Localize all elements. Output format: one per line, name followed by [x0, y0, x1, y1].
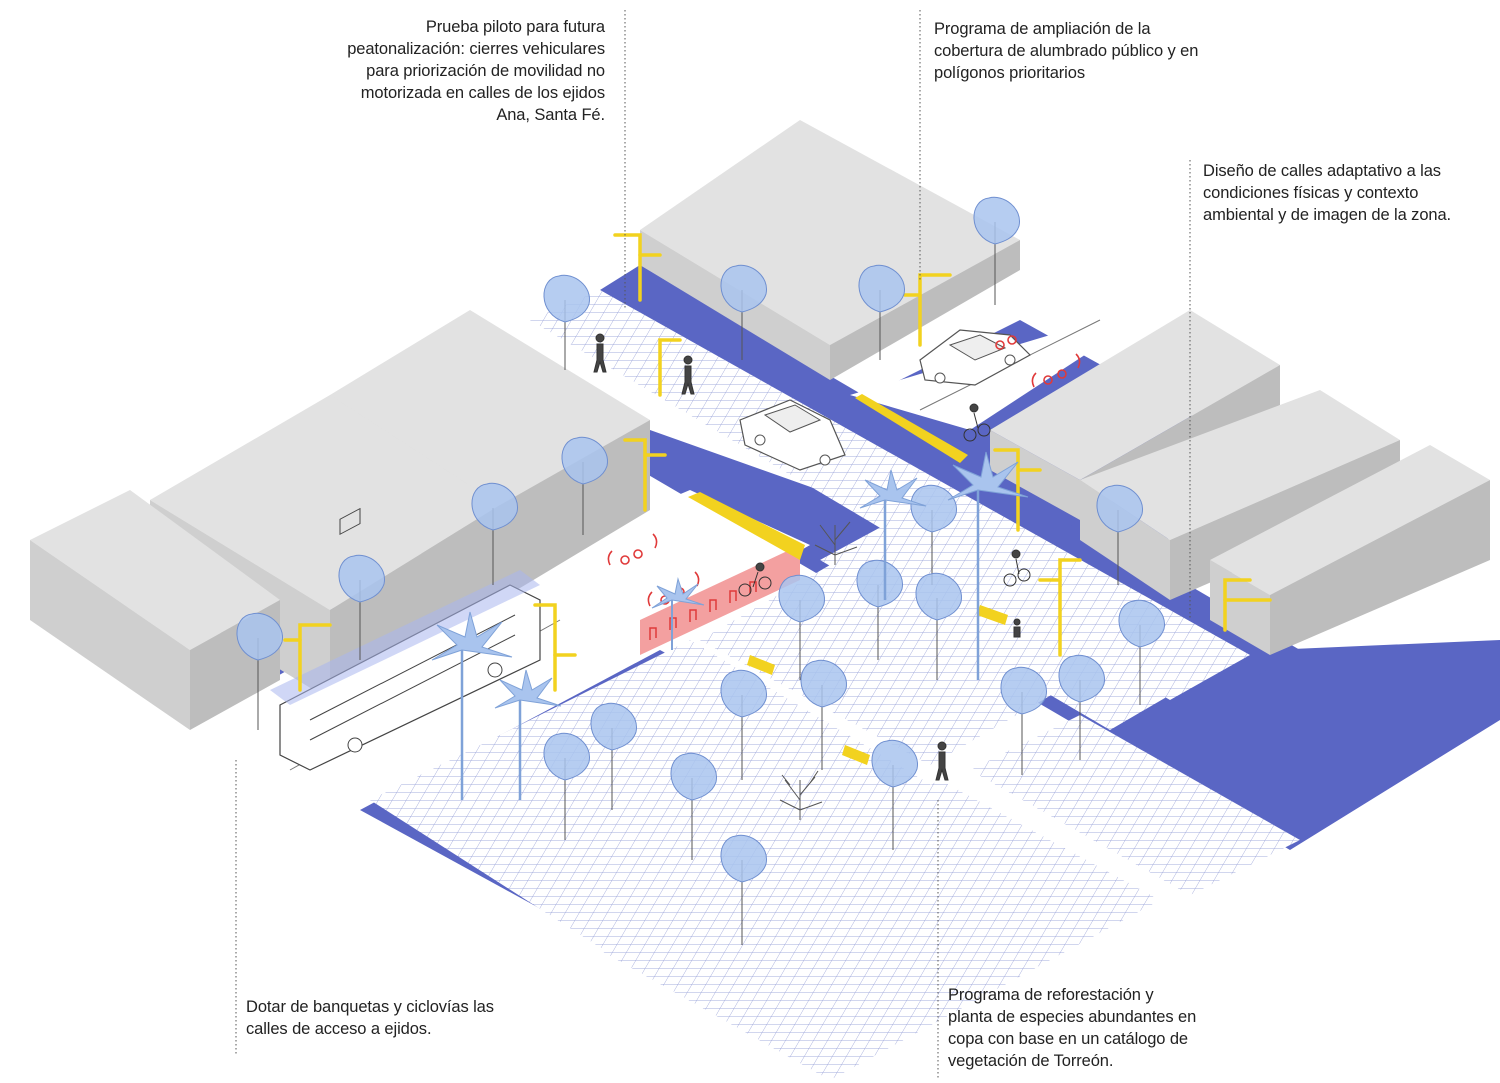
plaza-paving-lower-right: [600, 780, 1160, 1080]
callout-lighting-program: Programa de ampliación de la cobertura d…: [934, 18, 1198, 84]
buildings: [30, 120, 1490, 730]
callout-line: copa con base en un catálogo de: [948, 1030, 1189, 1048]
street-lamp-icon: [1223, 578, 1272, 632]
street-lamp-icon: [623, 438, 667, 512]
palm-tree-icon: [431, 611, 513, 800]
car-icon: [919, 329, 1031, 386]
street-tree-icon: [471, 482, 518, 585]
callout-sidewalks-bikeways: Dotar de banquetas y ciclovías las calle…: [246, 996, 494, 1040]
palms: [431, 451, 1029, 800]
callout-line: planta de especies abundantes en: [948, 1008, 1197, 1026]
cyclist-icon: [963, 403, 991, 442]
trees: [236, 196, 1165, 945]
street-tree-icon: [670, 752, 717, 860]
callout-pilot-test: Prueba piloto para futura peatonalizació…: [300, 16, 605, 126]
bench-icon: [747, 655, 775, 675]
palm-tree-icon: [859, 469, 927, 600]
shrub-icon: [814, 521, 858, 565]
street-lamps: [283, 233, 1272, 692]
palm-tree-icon: [947, 451, 1029, 680]
plaza-paving-center: [820, 495, 1230, 730]
callout-line: calles de acceso a ejidos.: [246, 1020, 432, 1038]
callout-line: ambiental y de imagen de la zona.: [1203, 206, 1452, 224]
street-lamp-icon: [533, 603, 577, 692]
street-lamp-icon: [1038, 558, 1082, 657]
people: [593, 333, 1031, 781]
street-tree-icon: [973, 196, 1020, 305]
callout-line: Prueba piloto para futura: [425, 18, 605, 36]
callout-line: motorizada en calles de los ejidos: [360, 84, 605, 102]
callout-reforestation: Programa de reforestación y planta de es…: [948, 984, 1196, 1072]
street-lamp-icon: [993, 448, 1042, 532]
street-lamp-icon: [283, 623, 332, 692]
pedestrian-icon: [681, 355, 695, 395]
street-tree-icon: [915, 572, 962, 680]
street-tree-icon: [1000, 666, 1047, 775]
shrub-icon: [779, 770, 823, 820]
street-tree-icon: [338, 554, 385, 660]
bench-icon: [977, 605, 1008, 625]
palm-tree-icon: [651, 577, 705, 650]
street-lamp-icon: [613, 233, 662, 302]
street-tree-icon: [720, 834, 767, 945]
callout-line: Ana, Santa Fé.: [496, 106, 605, 124]
callout-line: vegetación de Torreón.: [948, 1052, 1114, 1070]
yellow-curb: [688, 492, 805, 560]
callout-line: polígonos prioritarios: [934, 64, 1085, 82]
leader-lines: [235, 10, 1191, 1080]
bike-lane-symbol-icon: [1031, 353, 1081, 388]
pedestrian-icon: [935, 741, 949, 781]
cyclist-icon: [1003, 549, 1031, 587]
callout-line: para priorización de movilidad no: [366, 62, 605, 80]
pedestrian-icon: [1013, 618, 1021, 638]
street-tree-icon: [800, 659, 847, 770]
street-tree-icon: [910, 484, 957, 585]
cyclist-icon: [738, 562, 772, 597]
street-tree-icon: [543, 732, 590, 840]
street-tree-icon: [871, 739, 918, 850]
street-tree-icon: [1058, 654, 1105, 760]
street-tree-icon: [858, 264, 905, 360]
callout-line: Programa de reforestación y: [948, 986, 1154, 1004]
callout-adaptive-design: Diseño de calles adaptativo a las condic…: [1203, 160, 1451, 226]
callout-line: Dotar de banquetas y ciclovías las: [246, 998, 494, 1016]
street-tree-icon: [720, 264, 767, 360]
yellow-curb: [855, 394, 968, 463]
pedestrian-icon: [593, 333, 607, 373]
street-tree-icon: [590, 702, 637, 810]
street-tree-icon: [720, 669, 767, 780]
bike-lane-symbol-icon: [995, 335, 1017, 350]
callout-line: condiciones físicas y contexto: [1203, 184, 1419, 202]
callout-line: cobertura de alumbrado público y en: [934, 42, 1199, 60]
car-icon: [739, 399, 846, 471]
palm-tree-icon: [494, 669, 562, 800]
street-tree-icon: [856, 559, 903, 660]
street-tree-icon: [561, 436, 608, 535]
plaza-paving-lower-left: [370, 640, 940, 960]
cross-street: [600, 265, 1300, 680]
shrubs: [779, 521, 858, 820]
bike-lane-symbol-icon: [607, 533, 658, 566]
street-tree-icon: [543, 274, 590, 370]
bench-icon: [842, 745, 870, 765]
street-tree-icon: [1096, 484, 1143, 585]
plaza-paving-right: [970, 715, 1300, 895]
bike-parking-area: [640, 545, 800, 655]
callout-line: Programa de ampliación de la: [934, 20, 1151, 38]
street-tree-icon: [1118, 599, 1165, 705]
callout-line: Diseño de calles adaptativo a las: [1203, 162, 1441, 180]
callout-line: peatonalización: cierres vehiculares: [347, 40, 605, 58]
street-lamp-icon: [658, 338, 682, 397]
street-tree-icon: [236, 612, 283, 730]
benches: [747, 605, 1008, 765]
street-tree-icon: [778, 574, 825, 680]
